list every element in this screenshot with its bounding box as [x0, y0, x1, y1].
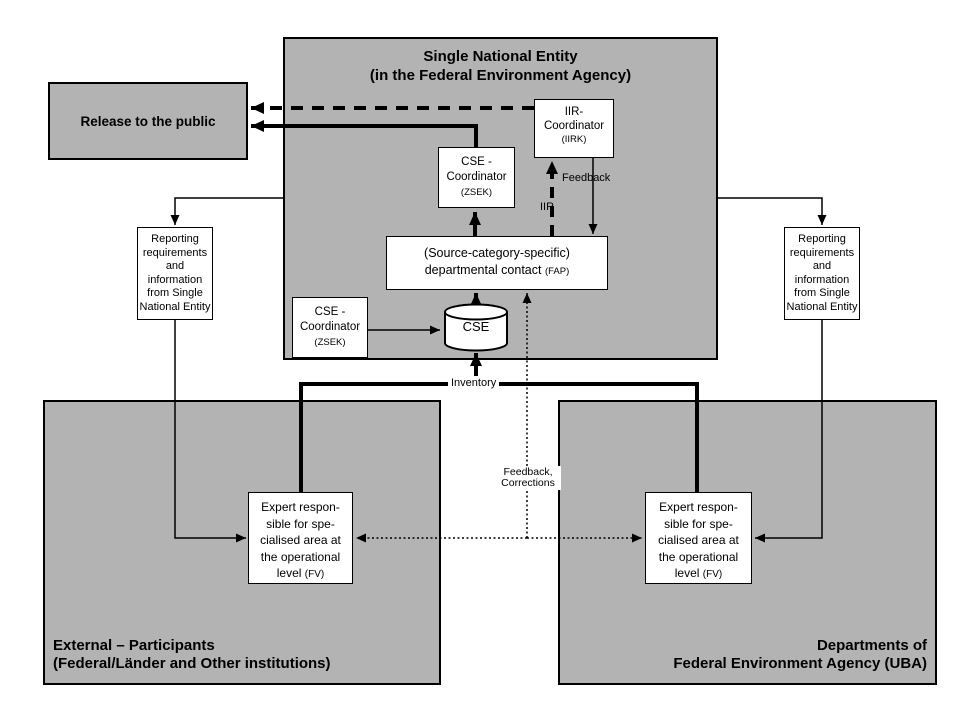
departmental-contact-line1: (Source-category-specific) — [424, 246, 570, 260]
cse-database: CSE — [443, 302, 509, 352]
external-participants-title: External – Participants (Federal/Länder … — [53, 637, 331, 672]
single-national-entity-title: Single National Entity (in the Federal E… — [369, 48, 632, 84]
feedback-corrections-flow-label: Feedback, Corrections — [495, 466, 561, 490]
reporting-requirements-left-box: Reporting requirements and information f… — [137, 227, 213, 320]
arrow-reporting-right-to-expert — [755, 320, 823, 543]
departmental-contact-line2: departmental contact (FAP) — [387, 262, 607, 280]
iir-coordinator-abbrev: (IIRK) — [561, 134, 587, 145]
cse-coordinator-bottom-box: CSE - Coordinator (ZSEK) — [292, 297, 368, 358]
expert-external-abbrev: (FV) — [304, 569, 325, 580]
arrow-sne-to-reporting-right — [717, 197, 827, 225]
expert-uba-last-line: level (FV) — [646, 565, 751, 584]
expert-uba-abbrev: (FV) — [702, 569, 723, 580]
expert-uba-box: Expert respon- sible for spe- cialised a… — [645, 492, 752, 584]
arrow-reporting-left-to-expert — [174, 320, 246, 543]
iir-coordinator-label: IIR- Coordinator — [543, 106, 605, 132]
inventory-flow-label: Inventory — [448, 376, 500, 390]
expert-uba-level: level — [674, 566, 700, 580]
expert-external-last-line: level (FV) — [249, 565, 352, 584]
cse-database-label: CSE — [462, 319, 490, 334]
database-cylinder-icon — [444, 303, 508, 352]
uba-departments-title: Departments of Federal Environment Agenc… — [673, 637, 927, 672]
reporting-requirements-right-box: Reporting requirements and information f… — [784, 227, 860, 320]
cse-coordinator-bottom-abbrev: (ZSEK) — [314, 337, 346, 348]
departmental-contact-box: (Source-category-specific) departmental … — [386, 236, 608, 290]
iir-coordinator-box: IIR- Coordinator (IIRK) — [534, 99, 614, 158]
expert-uba-label: Expert respon- sible for spe- cialised a… — [658, 500, 739, 564]
departmental-contact-abbrev: (FAP) — [544, 266, 570, 277]
arrow-zsek-to-release — [251, 120, 478, 149]
expert-external-label: Expert respon- sible for spe- cialised a… — [260, 500, 341, 564]
iir-flow-label: IIR — [540, 201, 555, 213]
expert-external-box: Expert respon- sible for spe- cialised a… — [248, 492, 353, 584]
release-to-public-label: Release to the public — [80, 113, 216, 129]
cse-coordinator-top-abbrev: (ZSEK) — [460, 187, 493, 198]
expert-external-level: level — [276, 566, 302, 580]
cse-coordinator-top-label: CSE - Coordinator — [446, 156, 507, 183]
release-to-public-box: Release to the public — [48, 82, 248, 160]
external-participants-box: External – Participants (Federal/Länder … — [43, 400, 441, 685]
cse-coordinator-top-box: CSE - Coordinator (ZSEK) — [438, 147, 515, 208]
arrow-sne-to-reporting-left — [170, 197, 284, 225]
departmental-contact-line2-main: departmental contact — [424, 263, 542, 277]
cse-coordinator-bottom-label: CSE - Coordinator — [299, 306, 361, 333]
feedback-flow-label: Feedback — [562, 172, 611, 184]
